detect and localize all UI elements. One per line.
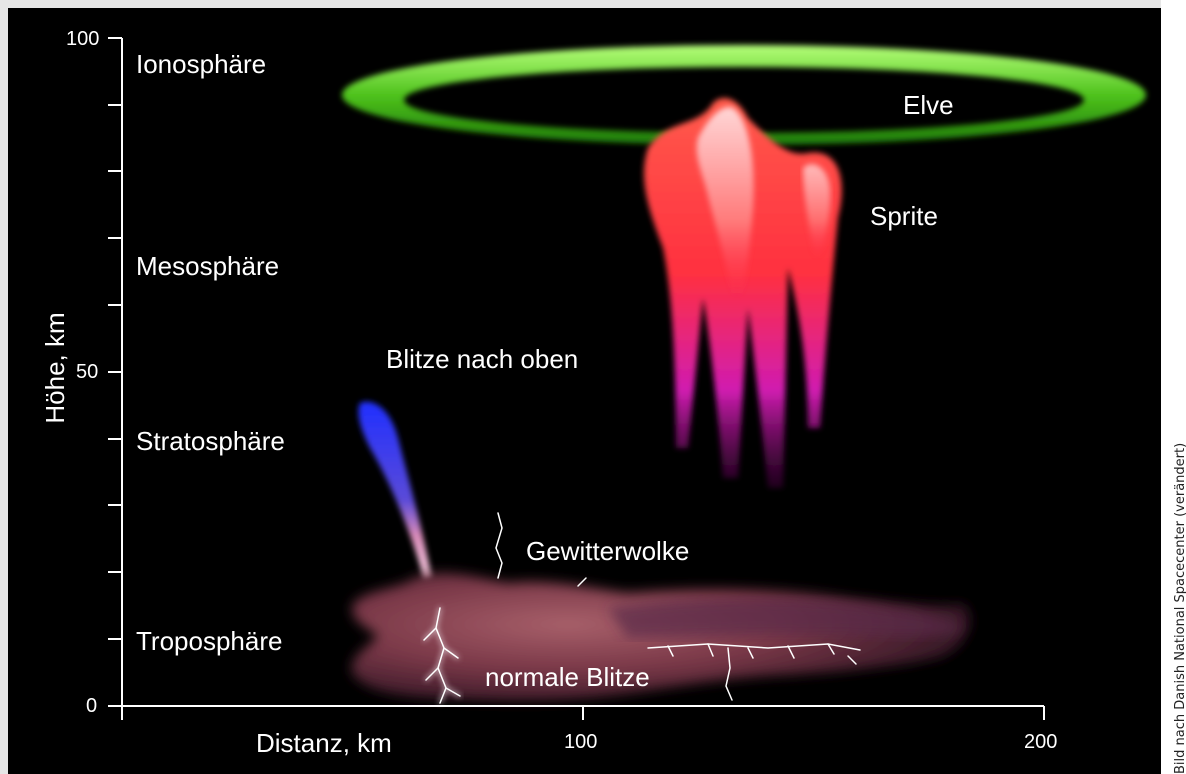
- credit-strip: Bild nach Danish National Spacecenter (v…: [1161, 0, 1186, 774]
- x-axis-label: Distanz, km: [256, 730, 392, 756]
- sprite-shape: [644, 98, 842, 488]
- blue-jet: [358, 402, 432, 580]
- label-sprite: Sprite: [870, 203, 938, 229]
- x-tick-100: 100: [564, 732, 597, 752]
- layer-mesosphere: Mesosphäre: [136, 253, 279, 279]
- x-tick-200: 200: [1024, 732, 1057, 752]
- y-tick-0: 0: [86, 696, 97, 716]
- label-thunder-cloud: Gewitterwolke: [526, 538, 689, 564]
- label-elve: Elve: [903, 92, 954, 118]
- diagram-graphics: [8, 8, 1161, 774]
- image-credit: Bild nach Danish National Spacecenter (v…: [1173, 443, 1186, 774]
- diagram-canvas: 100 50 0 100 200 Höhe, km Distanz, km Io…: [8, 8, 1161, 774]
- label-normal-lightning: normale Blitze: [485, 664, 650, 690]
- y-axis-label: Höhe, km: [42, 312, 68, 423]
- layer-stratosphere: Stratosphäre: [136, 428, 285, 454]
- layer-ionosphere: Ionosphäre: [136, 51, 266, 77]
- label-upward-lightning: Blitze nach oben: [386, 346, 578, 372]
- layer-troposphere: Troposphäre: [136, 628, 282, 654]
- y-tick-50: 50: [76, 362, 98, 382]
- y-tick-100: 100: [66, 29, 99, 49]
